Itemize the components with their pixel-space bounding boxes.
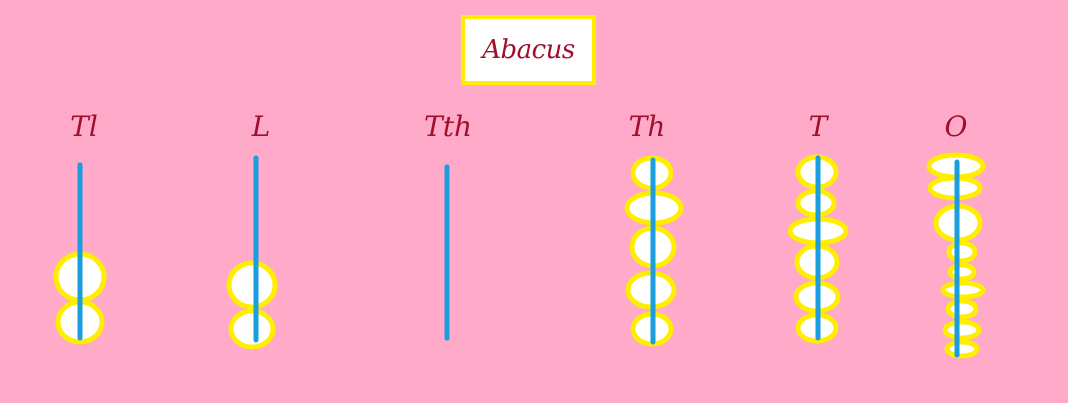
page-title: Abacus (482, 35, 575, 65)
bead-col5-8 (944, 339, 980, 359)
bead-col1-1 (228, 308, 276, 350)
bead-col5-7 (942, 319, 982, 341)
column-label-th: Th (628, 110, 666, 143)
bead-col5-5 (940, 280, 986, 300)
title-box: Abacus (461, 15, 596, 85)
column-label-o: O (944, 110, 968, 143)
bead-col5-6 (945, 298, 979, 320)
column-label-t: T (808, 110, 828, 143)
column-label-l: L (251, 110, 271, 143)
column-label-tth: Tth (424, 110, 472, 143)
column-label-tl: Tl (70, 110, 98, 143)
bead-col5-3 (946, 240, 978, 264)
bead-col1-0 (226, 260, 278, 310)
bead-col5-4 (947, 262, 977, 282)
